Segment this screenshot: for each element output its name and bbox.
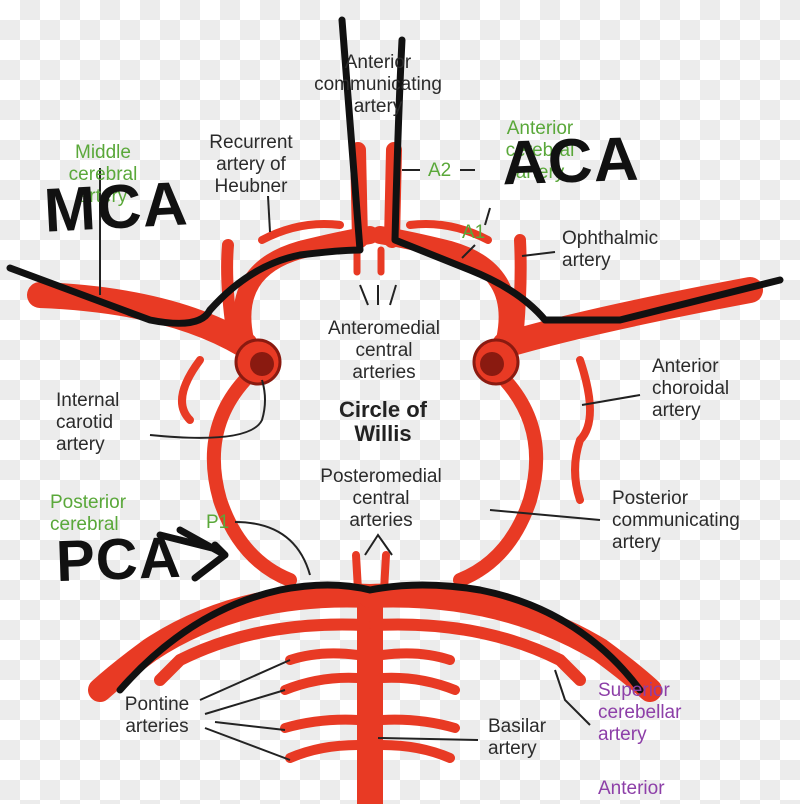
ink-posterior-arc <box>116 581 644 694</box>
pontine-left-2 <box>280 672 363 695</box>
label-a1: A1 <box>462 222 486 243</box>
recurrent-artery-heubner-right <box>406 220 492 244</box>
ophthalmic-artery-right <box>512 234 527 336</box>
label-posterior-cerebral-artery: Posterior cerebral <box>50 492 127 535</box>
leader-lines <box>99 168 641 761</box>
handwritten-annotations <box>6 16 784 694</box>
label-pontine-arteries: Pontine arteries <box>124 694 190 737</box>
handwritten-mca: MCA <box>42 169 190 246</box>
middle-cerebral-artery-left <box>27 282 258 358</box>
anterior-choroidal-left <box>178 356 204 424</box>
pontine-left-1 <box>285 648 363 665</box>
label-posterior-communicating-artery: Posterior communicating artery <box>612 488 740 553</box>
label-ophthalmic-artery: Ophthalmic artery <box>562 228 659 271</box>
superior-cerebellar-left <box>154 618 371 686</box>
pontine-left-4 <box>285 740 363 763</box>
internal-carotid-sections <box>234 338 520 386</box>
ink-anterior-line-right <box>391 36 784 324</box>
label-internal-carotid-artery: Internal carotid artery <box>56 390 120 455</box>
pontine-right-1 <box>377 648 455 665</box>
pontine-left-3 <box>280 714 363 733</box>
pontine-right-2 <box>377 672 460 695</box>
artery-drawing <box>27 142 763 804</box>
ink-anterior-line-left <box>6 16 364 327</box>
label-anterior-inferior-cerebellar: Anterior <box>598 778 665 799</box>
label-superior-cerebellar-artery: Superior cerebellar artery <box>598 680 682 745</box>
label-posteromedial-central-arteries: Posteromedial central arteries <box>320 466 442 531</box>
label-anterior-communicating: Anterior communicating artery <box>314 52 442 117</box>
diagram-title: Circle of Willis <box>338 397 428 446</box>
posterior-communicating-right <box>453 373 544 587</box>
handwritten-pca: PCA <box>54 524 183 595</box>
label-p1: P1 <box>206 512 230 533</box>
superior-cerebellar-right <box>369 618 586 686</box>
label-a2: A2 <box>428 160 452 181</box>
anterior-choroidal-right <box>571 356 594 504</box>
label-anteromedial-central-arteries: Anteromedial central arteries <box>328 318 440 383</box>
label-middle-cerebral-artery: Middle cerebral artery <box>68 142 138 207</box>
label-anterior-cerebral-artery: Anterior cerebral artery <box>505 118 575 183</box>
pontine-right-4 <box>377 740 455 763</box>
handwritten-aca: ACA <box>500 124 641 199</box>
pontine-right-3 <box>377 714 460 733</box>
posterior-communicating-left <box>206 373 297 587</box>
label-recurrent-artery-heubner: Recurrent artery of Heubner <box>209 132 293 197</box>
label-basilar-artery: Basilar artery <box>488 716 547 759</box>
recurrent-artery-heubner-left <box>258 220 344 244</box>
anterior-cerebral-a1-left <box>233 226 379 349</box>
ophthalmic-artery-left <box>221 239 238 336</box>
anterior-cerebral-a1-right <box>371 226 517 349</box>
label-anterior-choroidal-artery: Anterior choroidal artery <box>652 356 730 421</box>
ink-pca-arrow <box>156 526 229 582</box>
